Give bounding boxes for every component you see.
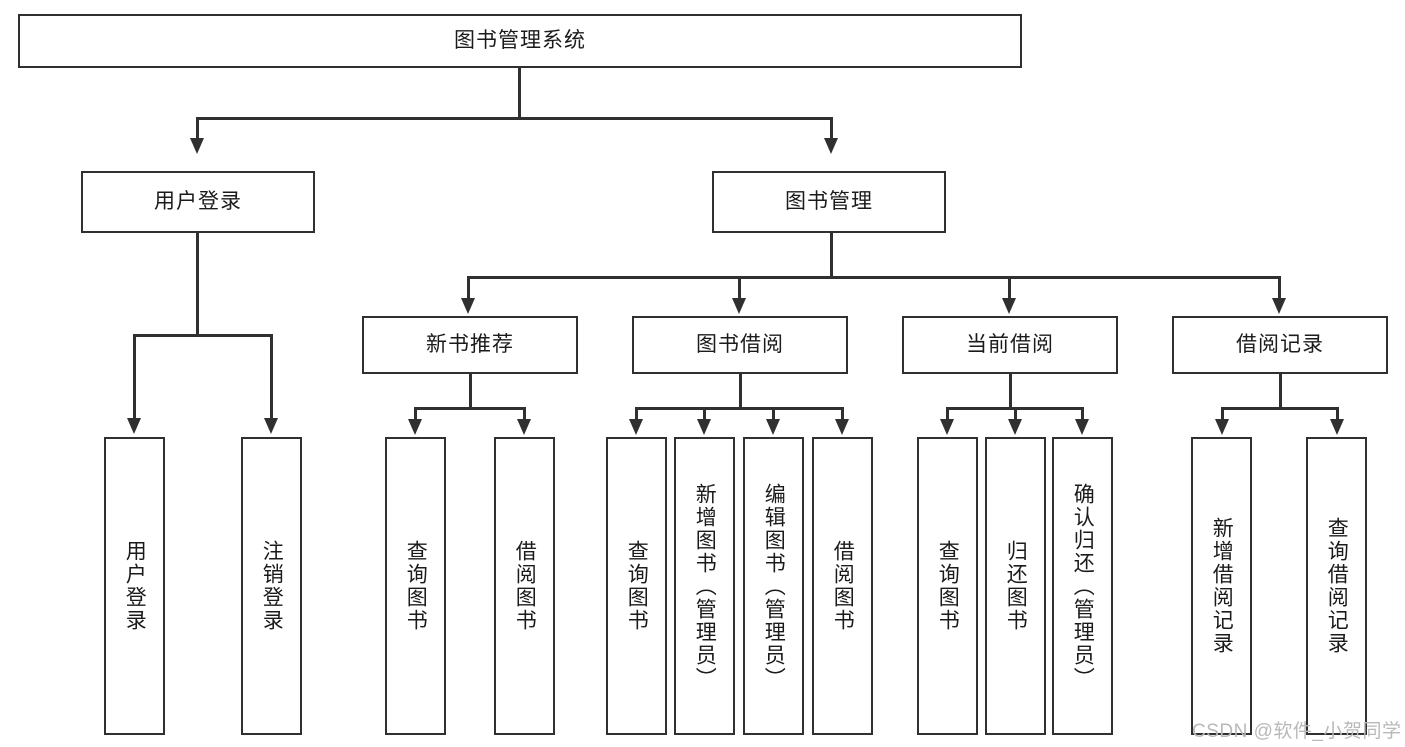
arrowhead-leaf-borrow-book-2 <box>835 419 849 435</box>
edge-user-login-to-leaf-2 <box>270 334 273 419</box>
node-label: 编辑图书（管理员） <box>762 482 786 690</box>
edge-cb-to-leaf-1 <box>946 407 949 421</box>
node-label: 借阅记录 <box>1236 333 1324 357</box>
node-label: 新书推荐 <box>426 333 514 357</box>
arrowhead-leaf-borrow-book-1 <box>517 419 531 435</box>
arrowhead-borrow-record <box>1272 298 1286 314</box>
csdn-watermark: CSDN @软件_小贺同学 <box>1192 721 1402 742</box>
node-book-management[interactable]: 图书管理 <box>712 171 946 233</box>
arrowhead-user-login <box>190 138 204 154</box>
node-leaf-query-book-3[interactable]: 查询图书 <box>917 437 978 735</box>
edge-user-login-to-leaf-1 <box>133 334 136 419</box>
node-label: 确认归还（管理员） <box>1071 482 1095 690</box>
edge-nbr-stem <box>469 374 472 409</box>
edge-user-login-stem <box>196 233 199 335</box>
node-label: 图书管理系统 <box>454 29 586 53</box>
node-label: 查询图书 <box>625 540 649 632</box>
edge-bb-to-leaf-3 <box>772 407 775 421</box>
node-leaf-logout-login[interactable]: 注销登录 <box>241 437 302 735</box>
arrowhead-leaf-user-login <box>127 418 141 434</box>
node-borrow-record[interactable]: 借阅记录 <box>1172 316 1388 374</box>
arrowhead-book-management <box>824 138 838 154</box>
node-book-borrow[interactable]: 图书借阅 <box>632 316 848 374</box>
edge-bb-to-leaf-1 <box>635 407 638 421</box>
node-label: 新增图书（管理员） <box>693 482 717 690</box>
arrowhead-leaf-query-book-1 <box>408 419 422 435</box>
edge-cb-stem <box>1009 374 1012 409</box>
node-leaf-return-book[interactable]: 归还图书 <box>985 437 1046 735</box>
node-leaf-borrow-book-1[interactable]: 借阅图书 <box>494 437 555 735</box>
node-leaf-confirm-return[interactable]: 确认归还（管理员） <box>1052 437 1113 735</box>
arrowhead-leaf-query-book-2 <box>629 419 643 435</box>
edge-root-to-user-login <box>196 117 199 140</box>
edge-bm-to-borrow-record <box>1278 276 1281 300</box>
node-label: 查询借阅记录 <box>1325 517 1349 655</box>
arrowhead-leaf-query-book-3 <box>940 419 954 435</box>
edge-root-to-book-management <box>830 117 833 140</box>
edge-nbr-to-leaf-2 <box>523 407 526 421</box>
arrowhead-leaf-confirm-return <box>1075 419 1089 435</box>
node-current-borrow[interactable]: 当前借阅 <box>902 316 1118 374</box>
edge-br-stem <box>1279 374 1282 409</box>
arrowhead-leaf-logout-login <box>264 418 278 434</box>
edge-root-stem <box>518 68 521 118</box>
edge-nbr-to-leaf-1 <box>414 407 417 421</box>
node-label: 查询图书 <box>936 540 960 632</box>
node-leaf-add-borrow-record[interactable]: 新增借阅记录 <box>1191 437 1252 735</box>
edge-bm-to-current-borrow <box>1008 276 1011 300</box>
edge-bm-to-book-borrow <box>738 276 741 300</box>
node-leaf-add-book[interactable]: 新增图书（管理员） <box>674 437 735 735</box>
node-leaf-query-book-2[interactable]: 查询图书 <box>606 437 667 735</box>
node-label: 新增借阅记录 <box>1210 517 1234 655</box>
edge-br-to-leaf-2 <box>1336 407 1339 421</box>
arrowhead-book-borrow <box>732 298 746 314</box>
node-label: 注销登录 <box>260 540 284 632</box>
node-label: 图书管理 <box>785 190 873 214</box>
arrowhead-new-book-recommend <box>461 298 475 314</box>
node-label: 查询图书 <box>404 540 428 632</box>
arrowhead-leaf-add-book <box>697 419 711 435</box>
edge-bm-to-new-book <box>467 276 470 300</box>
edge-cb-to-leaf-2 <box>1014 407 1017 421</box>
edge-br-bus <box>1221 407 1339 410</box>
edge-nbr-bus <box>414 407 526 410</box>
node-user-login[interactable]: 用户登录 <box>81 171 315 233</box>
edge-book-management-bus <box>467 276 1280 279</box>
node-leaf-query-borrow-record[interactable]: 查询借阅记录 <box>1306 437 1367 735</box>
node-label: 用户登录 <box>154 190 242 214</box>
edge-bb-stem <box>739 374 742 409</box>
arrowhead-leaf-return-book <box>1008 419 1022 435</box>
node-book-management-system[interactable]: 图书管理系统 <box>18 14 1022 68</box>
node-leaf-borrow-book-2[interactable]: 借阅图书 <box>812 437 873 735</box>
node-label: 归还图书 <box>1004 540 1028 632</box>
node-label: 借阅图书 <box>513 540 537 632</box>
arrowhead-leaf-edit-book <box>766 419 780 435</box>
node-leaf-query-book-1[interactable]: 查询图书 <box>385 437 446 735</box>
edge-user-login-bus <box>133 334 273 337</box>
node-label: 借阅图书 <box>831 540 855 632</box>
edge-bb-to-leaf-2 <box>703 407 706 421</box>
edge-bb-bus <box>635 407 844 410</box>
arrowhead-current-borrow <box>1002 298 1016 314</box>
edge-cb-to-leaf-3 <box>1081 407 1084 421</box>
edge-bb-to-leaf-4 <box>841 407 844 421</box>
node-label: 用户登录 <box>123 540 147 632</box>
node-leaf-edit-book[interactable]: 编辑图书（管理员） <box>743 437 804 735</box>
arrowhead-leaf-query-borrow-record <box>1330 419 1344 435</box>
node-label: 当前借阅 <box>966 333 1054 357</box>
node-label: 图书借阅 <box>696 333 784 357</box>
edge-book-management-stem <box>830 233 833 277</box>
edge-br-to-leaf-1 <box>1221 407 1224 421</box>
arrowhead-leaf-add-borrow-record <box>1215 419 1229 435</box>
edge-root-bus <box>196 117 833 120</box>
node-new-book-recommend[interactable]: 新书推荐 <box>362 316 578 374</box>
node-leaf-user-login[interactable]: 用户登录 <box>104 437 165 735</box>
